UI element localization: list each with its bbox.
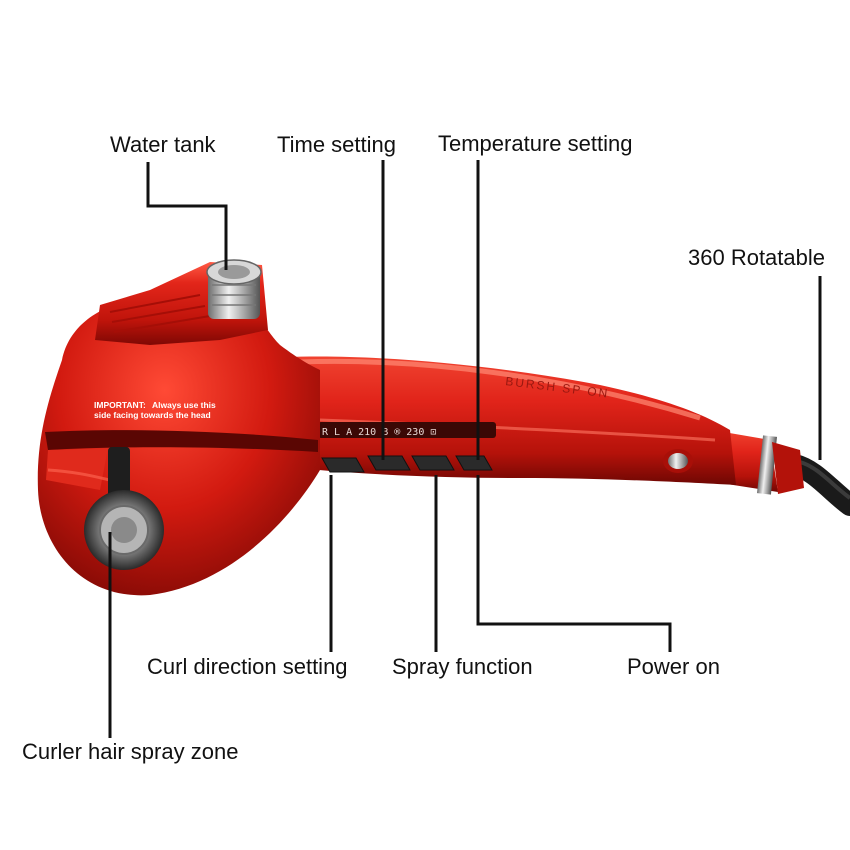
display-readout: R L A 210 B ® 230 ⊡ [322, 427, 436, 438]
display-panel [318, 422, 496, 438]
spray-zone-roller [84, 490, 164, 570]
curl-direction-button[interactable] [321, 457, 365, 473]
handle [240, 356, 736, 485]
warning-label: IMPORTANT: Always use this side facing t… [94, 400, 216, 420]
callout-spray-function: Spray function [392, 654, 533, 679]
temperature-button[interactable] [455, 455, 493, 471]
warning-title: IMPORTANT: [94, 400, 146, 410]
spray-button[interactable] [411, 455, 455, 471]
time-button[interactable] [367, 455, 411, 471]
curl-chamber-slot [45, 430, 318, 452]
callout-temperature-setting: Temperature setting [438, 131, 633, 156]
callout-rotatable: 360 Rotatable [688, 245, 825, 270]
callout-time-setting: Time setting [277, 132, 397, 157]
callout-curl-direction: Curl direction setting [147, 654, 348, 679]
warning-text-2: side facing towards the head [94, 410, 211, 420]
callout-spray-zone: Curler hair spray zone [22, 739, 239, 764]
leader-lines [108, 160, 822, 738]
callout-power-on: Power on [627, 654, 720, 679]
callout-water-tank: Water tank [110, 132, 216, 157]
control-buttons [321, 455, 493, 473]
leader-power-on [476, 475, 672, 652]
water-tank-cap[interactable] [206, 259, 262, 319]
warning-text-1: Always use this [152, 400, 216, 410]
leader-water-tank [146, 162, 228, 270]
